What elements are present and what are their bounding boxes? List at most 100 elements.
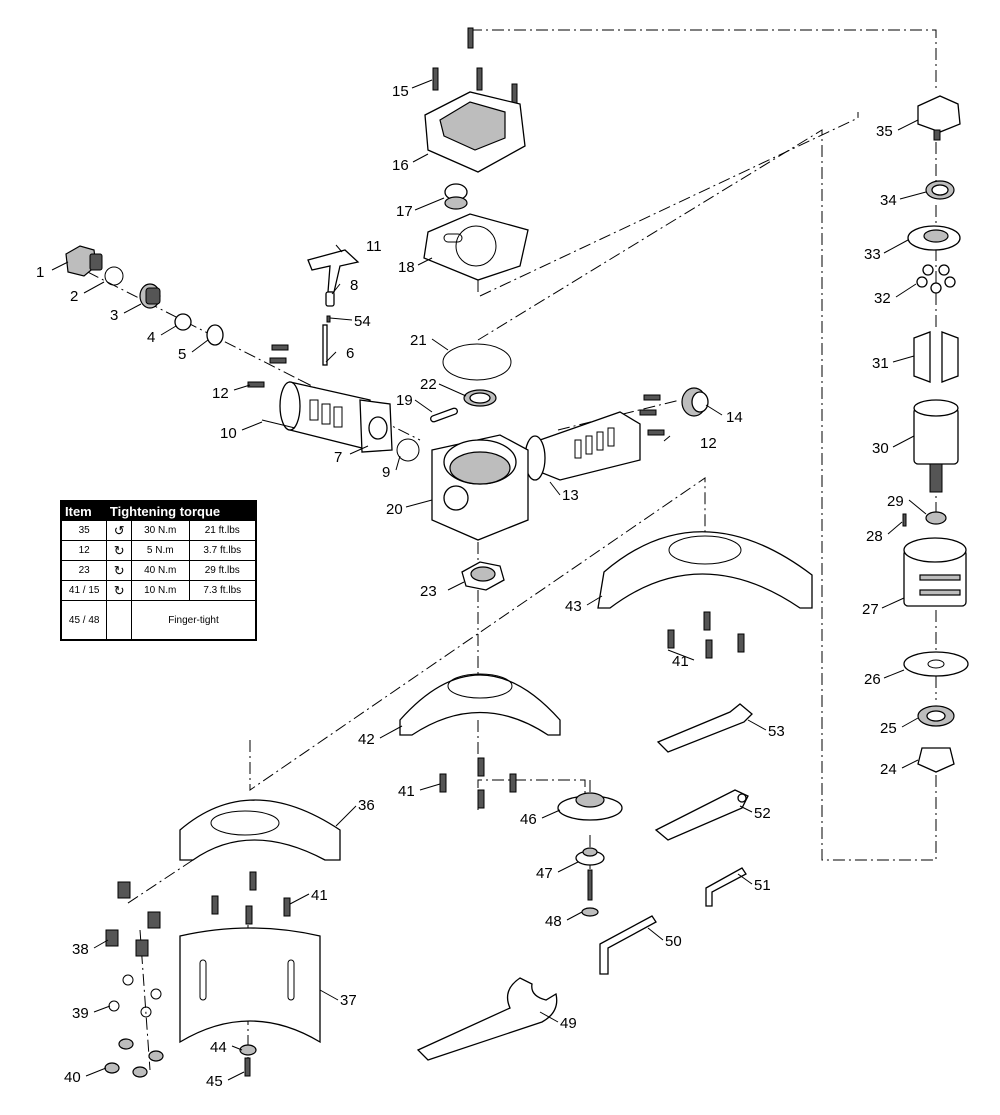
callout-24: 24 xyxy=(880,761,897,778)
callout-15: 15 xyxy=(392,83,409,100)
part-12-screws-left xyxy=(247,344,289,388)
part-13-handle-right xyxy=(524,411,641,481)
row-nm: 30 N.m xyxy=(130,520,190,541)
part-42-guard xyxy=(399,673,561,736)
part-21-o-ring xyxy=(442,343,512,381)
callout-52: 52 xyxy=(754,805,771,822)
callout-9: 9 xyxy=(382,464,390,481)
callout-2: 2 xyxy=(70,288,78,305)
rotation-direction-icon: ↻ xyxy=(106,540,132,561)
callout-21: 21 xyxy=(410,332,427,349)
part-8-valve xyxy=(325,291,335,307)
part-43-guard xyxy=(597,531,813,609)
part-9-o-ring xyxy=(396,438,420,462)
part-53-wrench xyxy=(656,703,753,753)
part-36-guard xyxy=(179,799,341,861)
table-row: 41 / 15 ↻ 10 N.m 7.3 ft.lbs xyxy=(60,580,257,601)
part-23-nut xyxy=(461,561,505,591)
part-46-backing-flange xyxy=(557,792,623,821)
row-note: Finger-tight xyxy=(130,600,257,641)
part-41-screws-a xyxy=(667,611,745,659)
callout-48: 48 xyxy=(545,913,562,930)
callout-42: 42 xyxy=(358,731,375,748)
callout-44: 44 xyxy=(210,1039,227,1056)
row-ftlbs: 7.3 ft.lbs xyxy=(188,580,257,601)
callout-30: 30 xyxy=(872,440,889,457)
part-54-pin xyxy=(326,315,331,323)
part-15-screws xyxy=(432,27,518,107)
callout-50: 50 xyxy=(665,933,682,950)
callout-7: 7 xyxy=(334,449,342,466)
part-48-screw xyxy=(581,869,599,917)
callout-31: 31 xyxy=(872,355,889,372)
rotation-direction-icon: ↻ xyxy=(106,580,132,601)
callout-45: 45 xyxy=(206,1073,223,1090)
callout-38: 38 xyxy=(72,941,89,958)
row-nm: 5 N.m xyxy=(130,540,190,561)
callout-8: 8 xyxy=(350,277,358,294)
part-35-valve-block xyxy=(917,95,961,141)
callout-53: 53 xyxy=(768,723,785,740)
part-19-key xyxy=(430,407,458,423)
callout-43: 43 xyxy=(565,598,582,615)
part-4-ball xyxy=(174,313,192,331)
table-row: 45 / 48 Finger-tight xyxy=(60,600,257,641)
callout-12-right: 12 xyxy=(700,435,717,452)
callout-34: 34 xyxy=(880,192,897,209)
callout-19: 19 xyxy=(396,392,413,409)
part-22-bearing xyxy=(463,389,497,407)
rotation-direction-icon: ↺ xyxy=(106,520,132,541)
callout-16: 16 xyxy=(392,157,409,174)
callout-36: 36 xyxy=(358,797,375,814)
callout-22: 22 xyxy=(420,376,437,393)
callout-40: 40 xyxy=(64,1069,81,1086)
row-ftlbs: 3.7 ft.lbs xyxy=(188,540,257,561)
callout-3: 3 xyxy=(110,307,118,324)
callout-46: 46 xyxy=(520,811,537,828)
row-ftlbs: 21 ft.lbs xyxy=(188,520,257,541)
callout-51: 51 xyxy=(754,877,771,894)
callout-20: 20 xyxy=(386,501,403,518)
callout-23: 23 xyxy=(420,583,437,600)
part-32-rollers xyxy=(916,264,956,294)
row-item: 23 xyxy=(60,560,108,581)
part-31-vanes xyxy=(913,331,959,383)
part-16-top-cover xyxy=(424,91,526,173)
part-49-spanner xyxy=(416,977,558,1061)
callout-5: 5 xyxy=(178,346,186,363)
part-29-bearing xyxy=(925,511,947,525)
row-dir-empty xyxy=(106,600,132,641)
callout-26: 26 xyxy=(864,671,881,688)
part-1-inlet-fitting xyxy=(65,245,103,277)
header-torque: Tightening torque xyxy=(106,501,256,521)
part-2-o-ring xyxy=(104,266,124,286)
callout-14: 14 xyxy=(726,409,743,426)
part-41-screws-b xyxy=(439,757,517,809)
callout-25: 25 xyxy=(880,720,897,737)
callout-11: 11 xyxy=(366,238,382,255)
part-5-washer xyxy=(206,324,224,346)
callout-labels: 1 2 3 4 5 6 7 8 9 10 11 12 12 13 14 15 1… xyxy=(36,83,904,1090)
row-item: 41 / 15 xyxy=(60,580,108,601)
leader-lines xyxy=(51,79,927,1081)
part-17-seal xyxy=(444,183,468,210)
callout-41-c: 41 xyxy=(311,887,328,904)
callout-39: 39 xyxy=(72,1005,89,1022)
part-45-screw xyxy=(244,1057,251,1077)
callout-27: 27 xyxy=(862,601,879,618)
part-28-pin xyxy=(902,513,907,527)
part-3-nipple xyxy=(139,283,161,309)
callout-41-a: 41 xyxy=(672,653,689,670)
part-50-hex-key xyxy=(599,915,657,975)
part-12-screws-right xyxy=(639,394,665,436)
callout-13: 13 xyxy=(562,487,579,504)
callout-18: 18 xyxy=(398,259,415,276)
callout-54: 54 xyxy=(354,313,371,330)
callout-12-left: 12 xyxy=(212,385,229,402)
callout-1: 1 xyxy=(36,264,44,281)
table-row: 35 ↺ 30 N.m 21 ft.lbs xyxy=(60,520,257,541)
callout-33: 33 xyxy=(864,246,881,263)
part-7-handle-housing xyxy=(279,381,393,453)
rotation-direction-icon: ↻ xyxy=(106,560,132,581)
